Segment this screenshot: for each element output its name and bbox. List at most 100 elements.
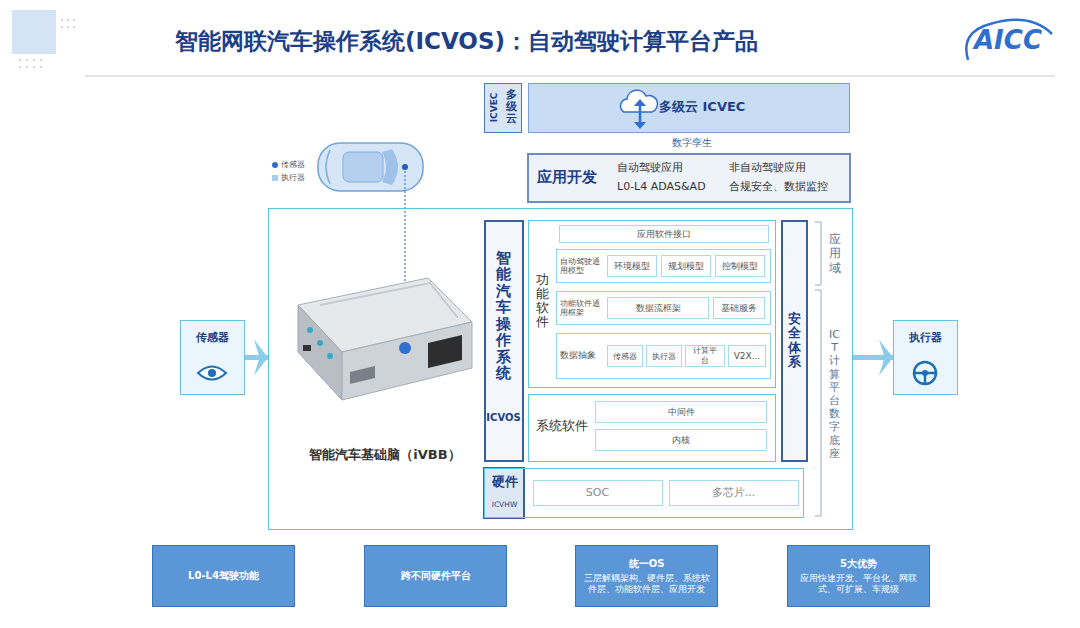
wheel-icon	[914, 362, 936, 384]
node-text: 执行器	[894, 331, 956, 344]
module-box: 中间件	[595, 401, 767, 423]
module-box: 计算平台	[685, 345, 725, 367]
cloud-icon	[621, 90, 658, 129]
node-text: 硬件	[485, 474, 525, 490]
output-fill	[893, 320, 958, 395]
row-box: 自动驾驶通用模型环境模型规划模型控制模型	[556, 249, 771, 283]
node-text: 应用开发	[537, 168, 609, 186]
node-text: 智能汽车操作系统	[496, 250, 511, 382]
cloud-tag: 多级云 ICVEC	[484, 83, 522, 133]
cloud-box: 多级云 ICVEC	[528, 83, 850, 133]
module-box: V2X...	[728, 345, 766, 367]
module-box: 数据流框架	[607, 297, 709, 319]
module-box: 传感器	[607, 345, 643, 367]
node-text: 控制模型	[718, 261, 762, 272]
bracket-label: ICT计算平台数字底座	[829, 328, 840, 460]
layer-box: 功能软件应用软件接口自动驾驶通用模型环境模型规划模型控制模型功能软件通用框架数据…	[528, 220, 776, 388]
io-box: 传感器	[180, 320, 245, 395]
node-text: 安全体系	[784, 312, 805, 369]
module-box: 控制模型	[715, 255, 765, 277]
node-text: ICVEC	[489, 85, 500, 129]
row-box: 功能软件通用框架 数据流框架 基础服务	[556, 291, 771, 325]
node-text: 计算平台	[686, 346, 724, 366]
node-text: 自动驾驶应用	[617, 161, 727, 174]
legend: 传感器执行器	[272, 158, 305, 184]
layer-box: 系统软件 中间件内核	[528, 394, 776, 462]
node-text: 智能汽车基础脑（iVBB）	[295, 447, 475, 463]
node-text: 多芯片...	[708, 486, 760, 499]
input-fill	[180, 320, 245, 395]
node-text: 系统软件	[536, 418, 596, 434]
node-text: 规划模型	[664, 261, 708, 272]
feature-box: 跨不同硬件平台	[364, 545, 507, 607]
flow-arrow	[245, 355, 268, 360]
app-dev-box: 应用开发自动驾驶应用 L0-L4 ADAS&AD非自动驾驶应用合规安全、数据监控	[527, 153, 851, 203]
car-figure	[318, 143, 423, 191]
legend-text: 执行器	[281, 172, 305, 183]
module-box: 基础服务	[713, 297, 765, 319]
node-text: 多级云 ICVEC	[659, 99, 829, 115]
cloud-fill	[528, 83, 850, 133]
hw-label-fill	[484, 468, 524, 518]
chip-box: 多芯片...	[669, 480, 799, 506]
node-text: 功能软件通用框架	[560, 299, 606, 317]
module-box: 执行器	[646, 345, 682, 367]
title-rule	[85, 76, 1055, 77]
platform-frame: 智能汽车基础脑（iVBB） 智能汽车操作系统 ICVOS 功能软件 应用软件接口自动驾驶…	[268, 208, 853, 530]
eye-icon	[198, 367, 226, 380]
corner-deco	[12, 10, 56, 54]
node-text: 多级云	[506, 89, 517, 125]
node-text: 中间件	[664, 407, 699, 418]
node-text: ICVHW	[485, 500, 525, 509]
feature-box: 5大优势应用快速开发、平台化、网联式、可扩展、车规级	[787, 545, 930, 607]
feature-box: L0-L4驾驶功能	[152, 545, 295, 607]
node-text: 跨不同硬件平台	[397, 570, 475, 582]
node-text: 数据抽象	[560, 350, 606, 360]
page-title: 智能网联汽车操作系统(ICVOS)：自动驾驶计算平台产品	[175, 28, 758, 56]
node-text: 三层解耦架构、硬件层、系统软件层、功能软件层、应用开发	[576, 573, 717, 593]
node-text: L0-L4驾驶功能	[184, 570, 263, 582]
node-text: L0-L4 ADAS&AD	[617, 180, 727, 193]
chip-box: SOC	[533, 480, 663, 506]
node-text: 传感器	[181, 331, 243, 344]
bracket	[815, 222, 821, 516]
legend-row: 传感器	[272, 158, 305, 171]
node-text: 传感器	[609, 351, 641, 361]
node-text: 应用软件接口	[633, 229, 695, 240]
node-text: 内核	[668, 435, 694, 446]
node-text: 自动驾驶通用模型	[560, 257, 606, 275]
device-figure	[298, 278, 472, 400]
legend-text: 传感器	[281, 159, 305, 170]
module-box: 规划模型	[661, 255, 711, 277]
node-text: 合规安全、数据监控	[729, 180, 847, 193]
flow-arrow	[853, 355, 893, 360]
module-box: 内核	[595, 429, 767, 451]
legend-swatch	[272, 162, 278, 168]
node-text: 5大优势	[836, 558, 881, 570]
caption-label: 数字孪生	[660, 137, 724, 149]
io-box: 执行器	[893, 320, 958, 395]
node-text: 非自动驾驶应用	[729, 161, 847, 174]
node-text: 数据流框架	[632, 303, 685, 314]
logo-text: AICC	[974, 25, 1042, 56]
node-text: 环境模型	[610, 261, 654, 272]
logo-arc	[966, 20, 1052, 60]
node-text: V2X...	[730, 351, 765, 362]
node-text: 执行器	[648, 351, 680, 361]
module-box: 环境模型	[607, 255, 657, 277]
node-text: 统一OS	[625, 558, 669, 570]
row-box: 数据抽象传感器执行器计算平台 V2X...	[556, 333, 771, 379]
node-text: SOC	[582, 486, 613, 499]
column-box: 安全体系	[781, 220, 808, 462]
node-text: 功能软件	[536, 273, 549, 330]
module-box: 应用软件接口	[559, 225, 769, 243]
column-box: 智能汽车操作系统 ICVOS	[484, 220, 524, 462]
node-text: 应用快速开发、平台化、网联式、可扩展、车规级	[788, 573, 929, 593]
dot-grid	[19, 19, 75, 68]
bracket-label: 应用域	[829, 232, 841, 275]
node-text: ICVOS	[486, 412, 522, 424]
legend-row: 执行器	[272, 171, 305, 184]
feature-box: 统一OS 三层解耦架构、硬件层、系统软件层、功能软件层、应用开发	[575, 545, 718, 607]
legend-swatch	[272, 175, 278, 181]
hardware-row: 硬件 ICVHW SOC 多芯片...	[484, 468, 804, 518]
